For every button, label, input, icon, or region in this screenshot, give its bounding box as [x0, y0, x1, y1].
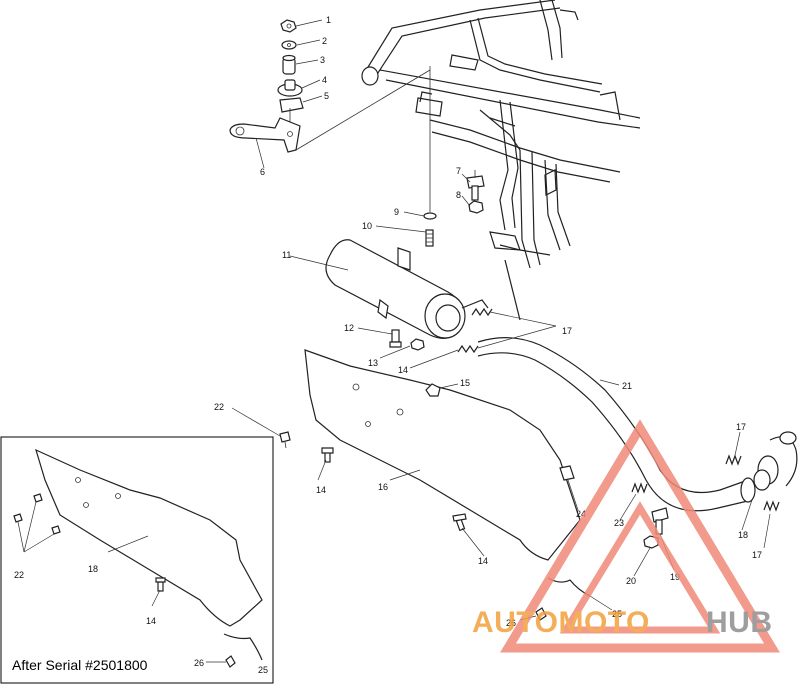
inset-clip-26: [225, 655, 236, 668]
spring-23: [631, 482, 648, 494]
callout-7: 7: [456, 166, 461, 176]
screw-14-center: [321, 447, 334, 463]
clip-24: [559, 465, 575, 481]
callout-23: 23: [614, 518, 624, 528]
inset-screw-22c: [51, 525, 61, 535]
callout-9: 9: [394, 207, 399, 217]
bolt-10: [425, 229, 434, 247]
clip-26: [535, 607, 547, 621]
bracket-6: [229, 117, 301, 153]
callout-14-center: 14: [316, 485, 326, 495]
nut-13: [410, 338, 425, 351]
callout-26: 26: [506, 618, 516, 628]
screw-14-lower: [452, 513, 467, 532]
bolt-19: [651, 507, 669, 535]
strap-25: [547, 577, 591, 597]
callout-8: 8: [456, 190, 461, 200]
callout-22-inset: 22: [14, 570, 24, 580]
callout-11: 11: [282, 250, 291, 260]
washer-9: [423, 212, 437, 220]
watermark-logo: AUTOMOTO HUB: [472, 419, 780, 653]
spring-17d: [763, 500, 780, 512]
nut-20: [643, 535, 659, 549]
bolt-12: [389, 329, 402, 348]
bolt-8: [466, 170, 485, 214]
callout-3: 3: [320, 55, 325, 65]
inset-panel: [0, 436, 274, 684]
callout-21: 21: [622, 381, 632, 391]
inset-screw-22b: [33, 493, 43, 503]
mount-stack: [277, 19, 304, 125]
callout-18: 18: [738, 530, 748, 540]
inset-caption: After Serial #2501800: [12, 657, 148, 673]
muffler: [325, 239, 489, 339]
callout-4: 4: [322, 75, 327, 85]
callout-1: 1: [326, 15, 331, 25]
callout-20: 20: [626, 576, 636, 586]
heat-shield: [304, 349, 581, 561]
callout-2: 2: [322, 36, 327, 46]
bolt-15: [425, 383, 441, 397]
callout-14-lower: 14: [478, 556, 488, 566]
callout-13: 13: [368, 358, 378, 368]
callout-15: 15: [460, 378, 470, 388]
callout-25-inset: 25: [258, 665, 268, 675]
spring-17a: [471, 307, 493, 317]
screw-22: [279, 431, 291, 449]
callout-10: 10: [362, 221, 372, 231]
callout-5: 5: [324, 91, 329, 101]
watermark-triangle-icon: [500, 419, 780, 653]
vehicle-frame: [361, 0, 641, 321]
spring-17c: [725, 454, 742, 466]
callout-24: 24: [576, 509, 586, 519]
callout-14-inset: 14: [146, 616, 156, 626]
inset-strap-25: [223, 633, 263, 661]
flange-18: [753, 431, 798, 491]
spring-17b: [457, 344, 479, 354]
callout-26-inset: 26: [194, 658, 204, 668]
callout-17-muffler: 17: [562, 326, 572, 336]
callout-18-inset: 18: [88, 564, 98, 574]
watermark-text-automoto: AUTOMOTO: [472, 606, 650, 639]
callout-17-upper: 17: [736, 422, 746, 432]
inset-screw-22a: [13, 513, 23, 523]
callout-12: 12: [344, 323, 354, 333]
callout-19: 19: [670, 572, 680, 582]
watermark-text-hub: HUB: [706, 606, 773, 639]
callout-14-muffler: 14: [398, 365, 408, 375]
callout-22: 22: [214, 402, 224, 412]
callout-17-lower: 17: [752, 550, 762, 560]
callout-labels: 1 2 3 4 5 6 7 8 9 10 11 12 13 14 14 14 1…: [14, 15, 762, 675]
callout-16: 16: [378, 482, 388, 492]
inset-screw-14: [155, 577, 166, 592]
callout-25: 25: [612, 609, 622, 619]
callout-6: 6: [260, 167, 265, 177]
